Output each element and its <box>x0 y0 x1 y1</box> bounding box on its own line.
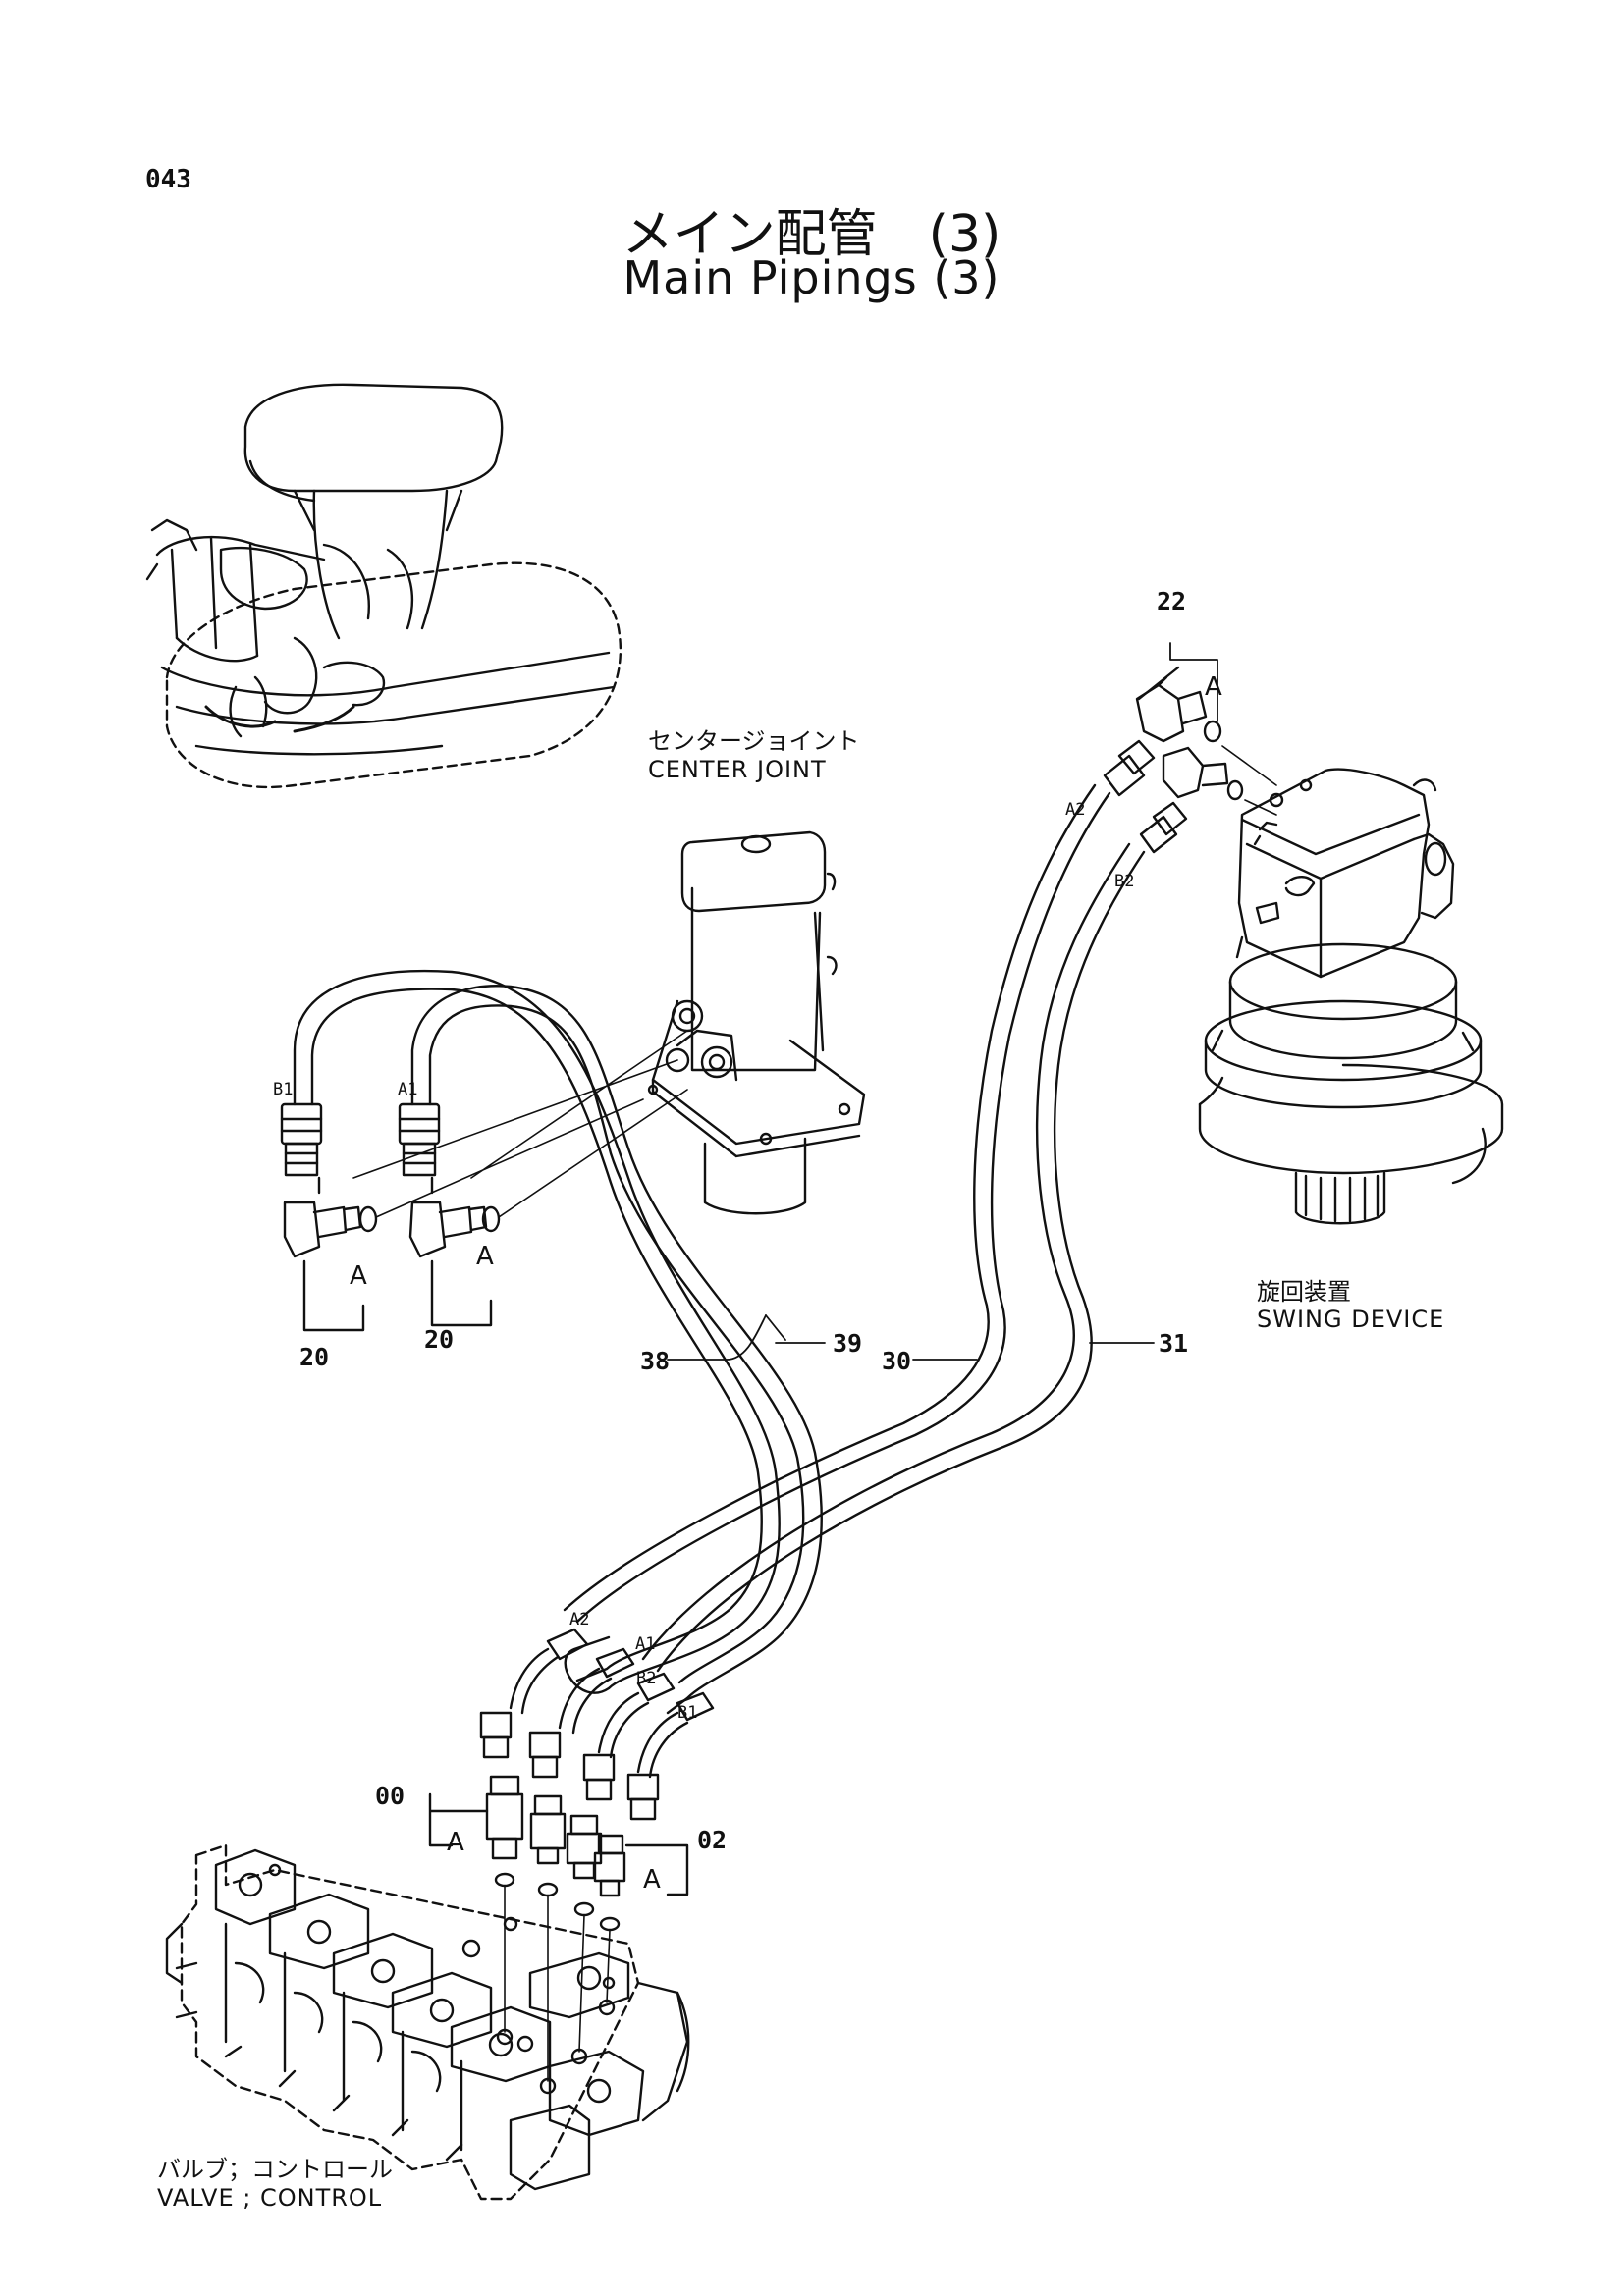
center-joint-label-jp: センタージョイント <box>648 727 860 755</box>
port-tag-b1-left: B1 <box>273 1080 294 1099</box>
callout-31: 31 <box>1159 1329 1189 1358</box>
control-valve-label-en: VALVE ; CONTROL <box>157 2184 383 2212</box>
detail-mark-a-top: A <box>1205 672 1222 702</box>
swing-fittings <box>1135 642 1277 816</box>
valve-fittings <box>428 1628 715 2095</box>
callout-20-right: 20 <box>424 1325 455 1354</box>
port-tag-b2-top: B2 <box>1114 872 1135 891</box>
callout-00: 00 <box>375 1782 406 1810</box>
center-joint-illustration <box>647 830 866 1215</box>
center-joint-label-en: CENTER JOINT <box>648 756 827 783</box>
callout-22: 22 <box>1157 587 1187 615</box>
control-valve-illustration <box>165 1843 690 2201</box>
port-tag-b2-bottom: B2 <box>636 1669 657 1688</box>
title-japanese: メイン配管 (3) <box>622 205 1001 264</box>
port-tag-a1-bottom: A1 <box>635 1634 656 1654</box>
leader-lines <box>667 1314 1155 1361</box>
port-tag-a2-bottom: A2 <box>569 1610 590 1629</box>
callout-02: 02 <box>697 1826 728 1854</box>
detail-mark-a-left1: A <box>350 1261 367 1291</box>
port-tag-a1-left: A1 <box>398 1080 418 1099</box>
swing-device-illustration <box>1198 768 1504 1225</box>
callout-38: 38 <box>640 1347 671 1375</box>
left-fittings <box>280 1030 688 1332</box>
detail-mark-a-left2: A <box>476 1242 494 1271</box>
excavator-overview-illustration <box>145 383 622 789</box>
detail-mark-a-bottom2: A <box>643 1865 661 1895</box>
swing-device-label-en: SWING DEVICE <box>1257 1306 1445 1333</box>
swing-device-label-jp: 旋回装置 <box>1257 1278 1351 1306</box>
callout-20-left: 20 <box>299 1343 330 1371</box>
callout-39: 39 <box>833 1329 863 1358</box>
page-number: 043 <box>145 165 191 194</box>
port-tag-b1-bottom: B1 <box>677 1703 698 1723</box>
control-valve-label-jp: バルブ；コントロール <box>157 2156 393 2183</box>
hoses-38-39 <box>293 969 823 1715</box>
title-english: Main Pipings (3) <box>622 251 1001 304</box>
callout-30: 30 <box>882 1347 912 1375</box>
detail-mark-a-bottom1: A <box>447 1828 464 1857</box>
hoses-30-31 <box>563 739 1188 1673</box>
port-tag-a2-top: A2 <box>1065 800 1086 820</box>
